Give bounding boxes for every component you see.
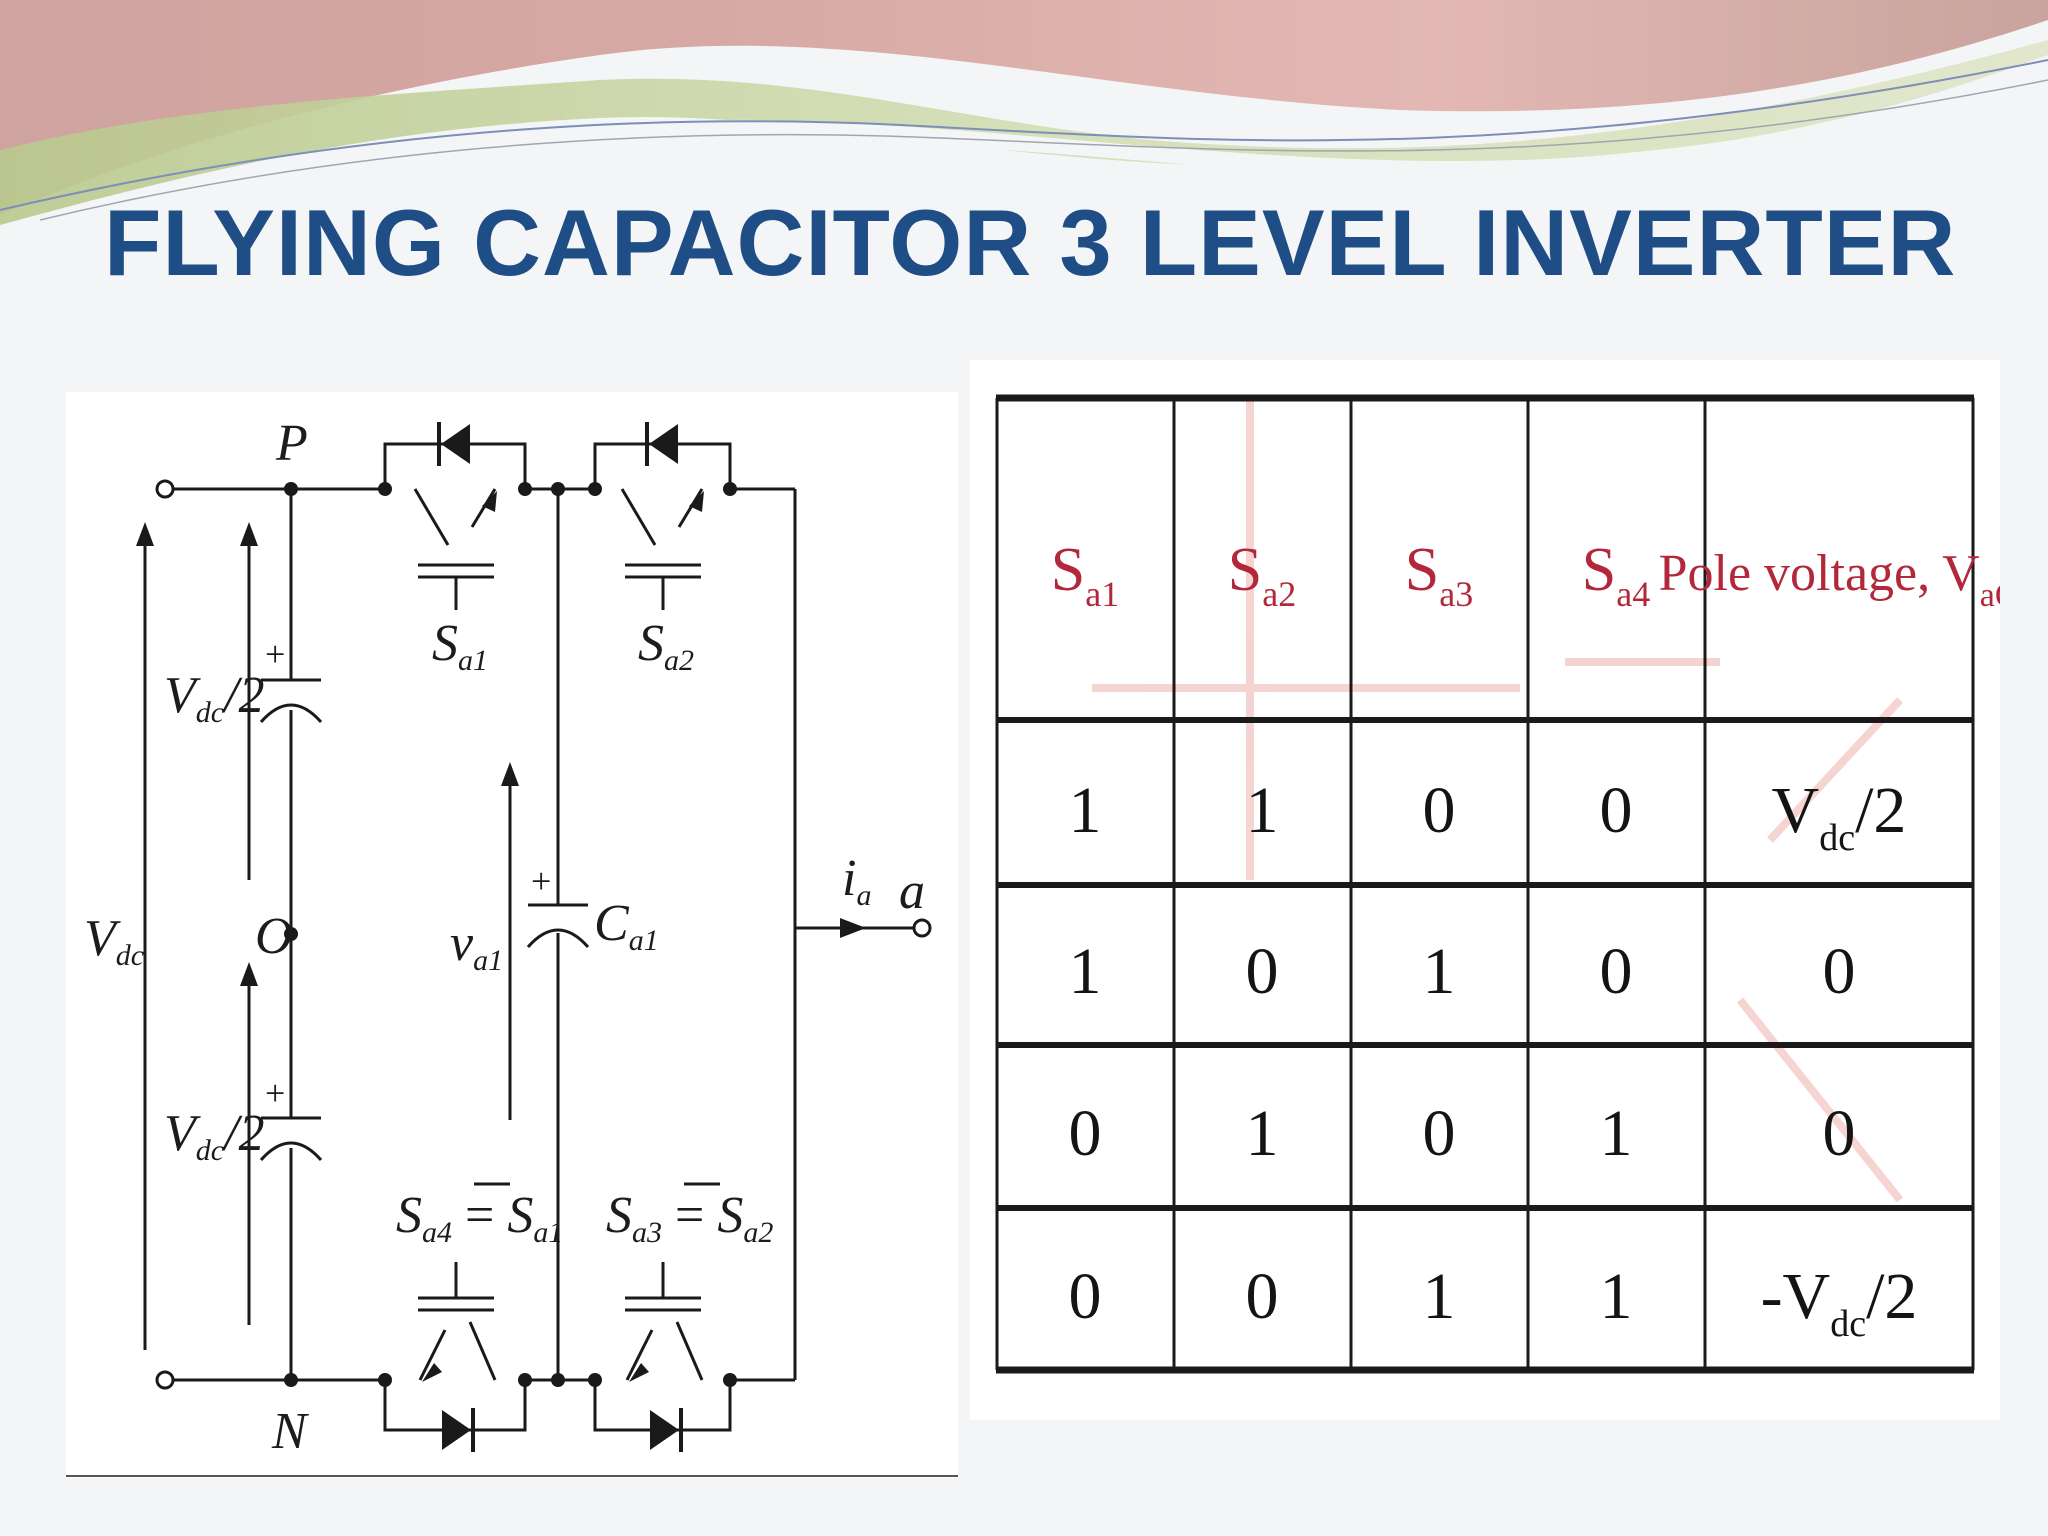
vdc-half-bottom-label: Vdc/2: [164, 1105, 265, 1167]
table-cell-pole-voltage: Vdc/2: [1772, 774, 1907, 859]
sa3-label: Sa3 = Sa2: [606, 1187, 773, 1249]
table-cell: 1: [1423, 935, 1456, 1008]
table-cell: 1: [1600, 1260, 1633, 1333]
table-cell: 0: [1069, 1260, 1102, 1333]
table-cell: 1: [1600, 1097, 1633, 1170]
sa4-label: Sa4 = Sa1: [396, 1187, 563, 1249]
table-cell: 1: [1246, 774, 1279, 847]
vdc-label: Vdc: [84, 910, 144, 972]
table-cell-pole-voltage: 0: [1823, 1097, 1856, 1170]
vdc-half-top-label: Vdc/2: [164, 667, 265, 729]
table-cell: 1: [1069, 935, 1102, 1008]
table-cell: 0: [1600, 935, 1633, 1008]
circuit-schematic: P N O a Vdc Vdc/2 Vdc/2 + + + va1 Ca1 ia…: [66, 415, 958, 1477]
ia-label: ia: [842, 850, 871, 912]
table-cell-pole-voltage: 0: [1823, 935, 1856, 1008]
sa2-label: Sa2: [638, 615, 694, 677]
table-header-4: Sa4: [1582, 536, 1650, 614]
output-terminal-label: a: [899, 863, 925, 920]
table-cell: 0: [1246, 1260, 1279, 1333]
table-cell: 1: [1069, 774, 1102, 847]
table-header-1: Sa1: [1051, 536, 1119, 614]
plus-sign-top: +: [265, 634, 285, 674]
table-cell: 0: [1423, 774, 1456, 847]
wave-line-gray: [39, 79, 2048, 221]
sa1-label: Sa1: [432, 615, 488, 677]
slide-title: FLYING CAPACITOR 3 LEVEL INVERTER: [104, 190, 1957, 295]
node-o-label: O: [255, 908, 293, 965]
table-cell: 1: [1246, 1097, 1279, 1170]
circuit-diagram: P N O a Vdc Vdc/2 Vdc/2 + + + va1 Ca1 ia…: [66, 392, 958, 1478]
va1-label: va1: [450, 915, 503, 977]
table-cell: 0: [1246, 935, 1279, 1008]
ca1-label: Ca1: [594, 895, 659, 957]
node-n-label: N: [271, 1403, 310, 1460]
node-p-label: P: [275, 415, 308, 472]
wave-line-blue: [0, 59, 2048, 211]
table-cell: 0: [1069, 1097, 1102, 1170]
table-header-5: Pole voltage, VaO: [1659, 545, 2000, 614]
table-cell-pole-voltage: -Vdc/2: [1761, 1260, 1918, 1345]
wave-pink: [0, 0, 2048, 215]
wave-white: [0, 55, 2048, 240]
plus-sign-flying: +: [531, 861, 551, 901]
table-header-2: Sa2: [1228, 536, 1296, 614]
table-header-3: Sa3: [1405, 536, 1473, 614]
table-cell: 0: [1423, 1097, 1456, 1170]
table-cell: 0: [1600, 774, 1633, 847]
header-wave-decoration: [0, 0, 2048, 240]
plus-sign-bottom: +: [265, 1073, 285, 1113]
table-cell: 1: [1423, 1260, 1456, 1333]
